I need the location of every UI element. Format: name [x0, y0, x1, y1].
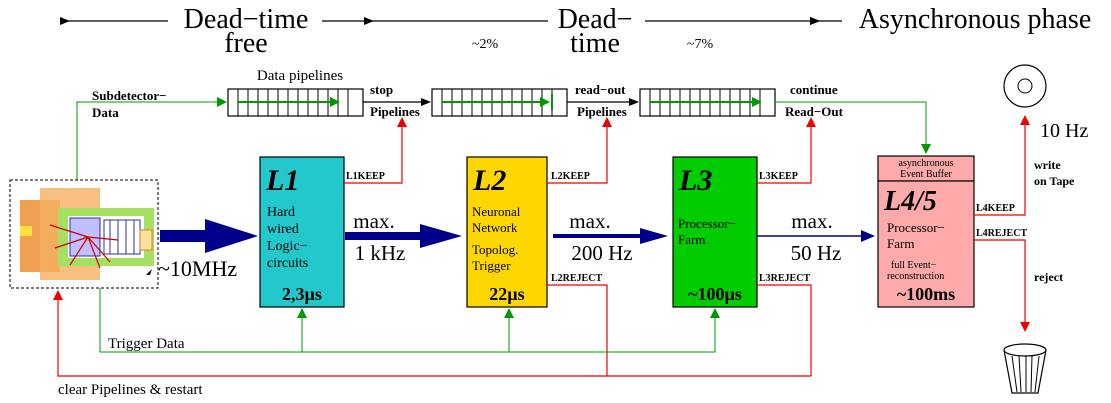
l3-keep-label: L3KEEP — [759, 171, 798, 182]
l2-desc-1: Neuronal — [472, 204, 521, 219]
l1-trigger-box: L1 Hard wired Logic− circuits 2,3µs — [259, 156, 345, 308]
event-buffer-label-2: Event Buffer — [900, 169, 952, 180]
l2-desc-4: Trigger — [472, 258, 511, 273]
l4-desc-3: full Event− — [891, 260, 937, 271]
subdetector-label: Subdetector− — [92, 88, 167, 103]
l3-latency: ~100µs — [688, 284, 742, 304]
l3-desc-2: Farm — [678, 232, 705, 247]
write-label: write — [1034, 158, 1061, 172]
stop-label: stop — [370, 82, 393, 97]
l2-rate: 200 Hz — [571, 241, 632, 265]
phase-header: Dead−time free Dead− time Asynchronous p… — [60, 4, 1092, 59]
l1-max-label: max. — [353, 209, 394, 233]
l1-desc-3: Logic− — [267, 239, 308, 254]
data-pipelines-title: Data pipelines — [257, 68, 343, 84]
l3-name: L3 — [678, 164, 712, 197]
main-data-flow — [160, 219, 875, 253]
readout-label: read−out — [575, 82, 626, 97]
l1-rate: 1 kHz — [355, 241, 406, 265]
stop-pipelines-label: Pipelines — [370, 104, 420, 119]
l3-desc-1: Processor− — [678, 216, 736, 231]
event-buffer-label-1: asynchronous — [899, 158, 954, 169]
detector-image — [9, 179, 159, 289]
deadtime-label: Dead− — [558, 4, 633, 35]
l2-desc-2: Network — [472, 220, 518, 235]
l1-desc-2: wired — [267, 222, 299, 237]
deadtime-free-label: Dead−time — [184, 4, 309, 35]
l2-keep-label: L2KEEP — [551, 171, 590, 182]
data-pipelines: Data pipelines Subdetector− Data — [76, 68, 931, 180]
l4-name: L4/5 — [883, 186, 937, 217]
l4-desc-2: Farm — [887, 236, 914, 251]
l2-name: L2 — [472, 164, 506, 197]
keep-reject-lines — [53, 115, 1030, 377]
l4-keep-label: L4KEEP — [976, 203, 1015, 214]
l2-trigger-box: L2 Neuronal Network Topolog. Trigger 22µ… — [466, 156, 548, 308]
event-buffer — [877, 155, 975, 182]
l2-max-label: max. — [569, 209, 610, 233]
tape-disk-icon — [1003, 64, 1047, 108]
deadtime-7pct: ~7% — [687, 37, 714, 52]
deadtime-label-2: time — [570, 28, 620, 59]
l4-reject-label: L4REJECT — [976, 228, 1027, 239]
reject-label: reject — [1034, 270, 1063, 284]
l3-reject-label: L3REJECT — [759, 273, 810, 284]
l4-desc-1: Processor− — [887, 220, 945, 235]
write-tape-label: on Tape — [1034, 174, 1075, 188]
l1-desc-4: circuits — [267, 256, 308, 271]
trigger-data-label: Trigger Data — [108, 336, 185, 352]
detector-rate: ~10MHz — [158, 256, 237, 281]
trigger-data-lines — [99, 288, 720, 353]
l3-trigger-box: L3 Processor− Farm ~100µs — [672, 156, 758, 308]
deadtime-2pct: ~2% — [472, 37, 499, 52]
async-phase-label: Asynchronous phase — [859, 4, 1092, 35]
continue-readout-label: Read−Out — [785, 104, 844, 119]
trash-bin-icon — [1003, 343, 1047, 394]
l2-desc-3: Topolog. — [472, 242, 518, 257]
clear-pipelines-label: clear Pipelines & restart — [58, 382, 203, 398]
readout-pipelines-label: Pipelines — [577, 104, 627, 119]
continue-label: continue — [790, 82, 838, 97]
l1-keep-label: L1KEEP — [346, 171, 385, 182]
l4-trigger-box: asynchronous Event Buffer L4/5 Processor… — [877, 155, 975, 308]
l1-name: L1 — [265, 164, 299, 197]
l1-latency: 2,3µs — [282, 284, 322, 304]
l1-desc-1: Hard — [267, 205, 295, 220]
l3-rate: 50 Hz — [791, 241, 842, 265]
l4-latency: ~100ms — [897, 284, 955, 304]
l3-max-label: max. — [791, 209, 832, 233]
l2-latency: 22µs — [489, 284, 524, 304]
l2-reject-label: L2REJECT — [551, 273, 602, 284]
deadtime-free-label-2: free — [224, 28, 268, 59]
tape-rate: 10 Hz — [1040, 120, 1088, 142]
subdetector-label-2: Data — [92, 105, 119, 120]
l4-desc-4: reconstruction — [887, 271, 944, 282]
